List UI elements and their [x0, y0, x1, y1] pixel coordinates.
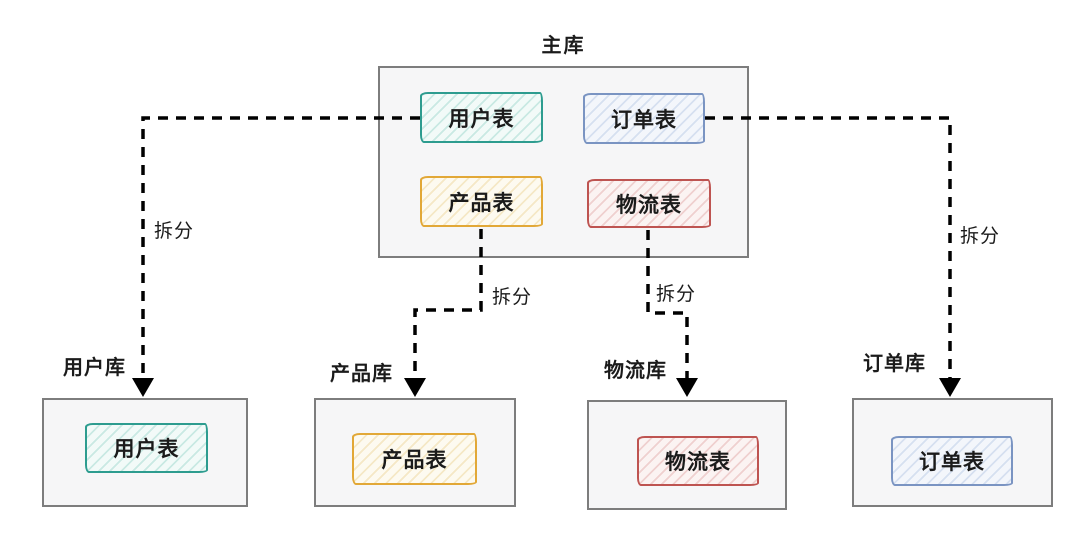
split-label-order: 拆分: [960, 226, 1001, 247]
master-table-order-label: 订单表: [611, 108, 677, 132]
shard-table-user: 用户表: [85, 423, 208, 473]
split-label-logistics: 拆分: [656, 284, 697, 305]
shard-table-user-label: 用户表: [113, 438, 180, 461]
shard-db-logistics-label: 物流库: [604, 360, 667, 382]
master-db-label: 主库: [541, 35, 586, 57]
split-label-user: 拆分: [154, 221, 195, 242]
shard-table-logistics-label: 物流表: [665, 451, 731, 474]
master-table-logistics: 物流表: [587, 179, 711, 228]
shard-table-product: 产品表: [352, 433, 477, 485]
split-arrow-product-head: [404, 378, 426, 397]
shard-db-user-label: 用户库: [63, 357, 126, 379]
shard-table-logistics: 物流表: [637, 436, 759, 486]
master-table-user: 用户表: [420, 92, 543, 143]
master-table-user-label: 用户表: [448, 107, 515, 131]
master-table-order: 订单表: [583, 93, 705, 144]
shard-db-order-label: 订单库: [863, 353, 926, 375]
split-label-product: 拆分: [492, 287, 533, 308]
split-arrow-order-head: [939, 378, 961, 397]
shard-table-order-label: 订单表: [919, 451, 985, 474]
shard-table-product-label: 产品表: [381, 449, 448, 472]
master-table-product: 产品表: [420, 176, 543, 227]
shard-db-product-label: 产品库: [330, 363, 393, 385]
shard-table-order: 订单表: [891, 436, 1013, 486]
split-arrow-logistics-head: [676, 378, 698, 397]
master-table-logistics-label: 物流表: [616, 193, 682, 217]
split-arrow-user-head: [132, 378, 154, 397]
master-table-product-label: 产品表: [448, 191, 515, 215]
